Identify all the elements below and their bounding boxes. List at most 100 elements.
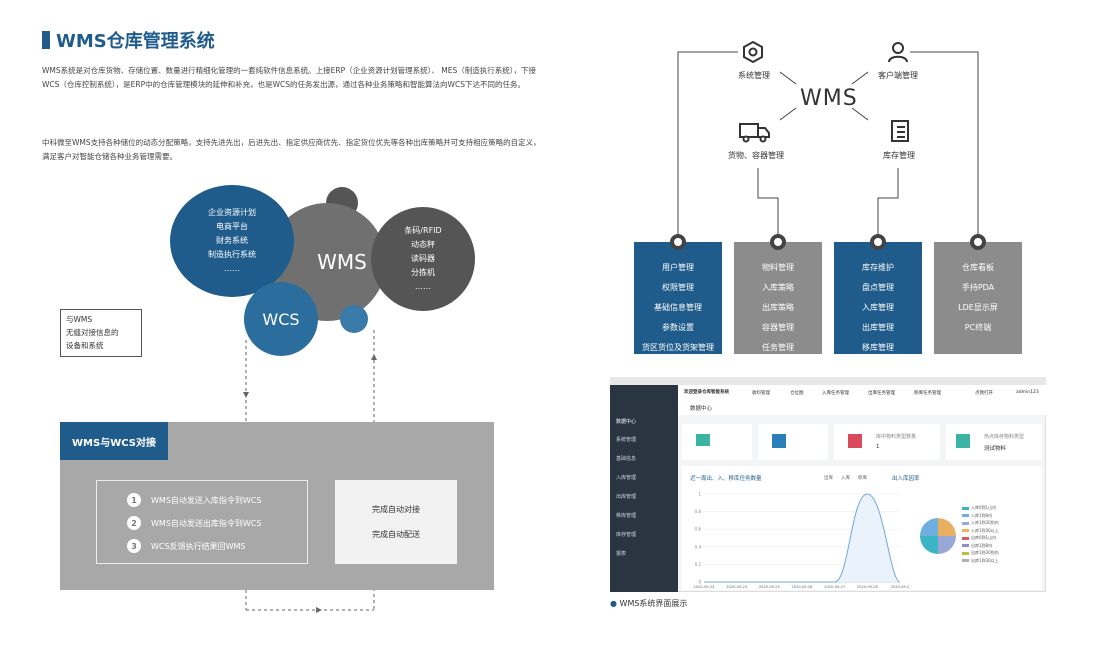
step-number: 3 [127,539,141,553]
device-item: …… [415,282,431,291]
upstream-item: 企业资源计划 [208,208,256,217]
system-settings-icon [743,40,763,64]
page-title: WMS仓库管理系统 [56,31,215,52]
box-icon [696,434,710,446]
connector-dot [670,234,686,250]
upstream-systems-circle: 企业资源计划 电商平台 财务系统 制造执行系统 …… [170,185,294,297]
diagram-center-label: WMS [800,86,858,111]
module-item: 出库策略 [762,303,794,312]
screenshot-side-item[interactable]: 报表 [616,551,627,557]
device-item: 动态秤 [411,240,435,249]
legend-item[interactable]: 入库 [841,476,850,481]
note-line: 与WMS [66,315,93,324]
node-label-client: 客户端管理 [878,71,918,80]
inventory-list-icon [891,120,909,142]
screenshot-menu-item[interactable]: 出库任务管理 [868,391,895,396]
chart-title: 近一周出、入、移库任务数量 [690,476,762,482]
screenshot-fullscreen[interactable]: 点我打开 [975,391,993,396]
upstream-item: …… [224,264,240,273]
pie-legend-item: 出库0到1山内 [962,534,999,542]
intro-paragraph: WMS系统是对仓库货物、存储位置、数量进行精细化管理的一套纯软件信息系统。上接E… [42,66,536,89]
module-item: 参数设置 [662,323,694,332]
module-item: PC终端 [964,323,992,332]
upstream-item: 电商平台 [216,222,248,231]
legend-text: 入库1到8内 [971,512,993,518]
node-label-system: 系统管理 [738,71,770,80]
stat-card [682,424,752,460]
screenshot-side-item[interactable]: 入库管理 [616,475,637,481]
legend-swatch [962,529,969,532]
wcs-panel-tab: WMS与WCS对接 [60,422,168,460]
module-item: 手持PDA [961,283,995,292]
step-number: 1 [127,493,141,507]
x-tick-label: 2020-09-28 [857,585,879,589]
chart-legend: 出库 入库 移库 [824,475,867,481]
pie-chart [920,518,956,554]
screenshot-side-item[interactable]: 出库管理 [616,494,637,500]
screenshot-app-name: 欢迎登录仓库智能系统 [684,390,729,395]
screenshot-menu-item[interactable]: 移库任务管理 [914,391,941,396]
upstream-item: 财务系统 [216,236,248,245]
legend-text: 入库1到30以上 [971,527,999,533]
screenshot-side-item[interactable]: 系统管理 [616,437,637,443]
legend-item[interactable]: 移库 [858,476,867,481]
node-label-cargo: 货物、容器管理 [728,151,784,160]
small-blue-circle [340,305,368,333]
pie-legend: 入库0到1山内入库1到8内入库1到30到内入库1到30以上出库0到1山内出库1到… [962,504,999,564]
step-text: WCS反馈执行结果回WMS [151,541,246,551]
pie-slice [920,536,938,554]
module-item: 入库策略 [762,283,794,292]
x-tick-label: 2020-09-25 [759,585,780,589]
stat-card-label: 热点库存物料类型 [984,434,1025,440]
screenshot-user[interactable]: admin123 [1016,390,1039,395]
module-column-basic: 用户管理 权限管理 基础信息管理 参数设置 货区货位及货架管理 [634,242,722,354]
pie-legend-item: 出库1到30以上 [962,557,999,565]
module-item: 用户管理 [662,263,694,272]
note-line: 设备和系统 [66,341,104,350]
legend-text: 出库1到30到内 [971,550,999,555]
legend-text: 出库1到30以上 [971,557,999,563]
node-label-stock: 库存管理 [883,151,915,160]
module-item: 任务管理 [762,343,794,352]
legend-item[interactable]: 出库 [824,476,833,481]
step-item: 2 WMS自动发送出库指令到WCS [127,516,261,530]
screenshot-side-item[interactable]: 移库管理 [616,513,637,519]
pie-legend-item: 入库1到30以上 [962,527,999,535]
screenshot-menu-item[interactable]: 仓位图 [790,391,804,396]
connector-dot [970,234,986,250]
legend-swatch [962,521,969,525]
screenshot-sidebar [610,385,678,592]
module-column-client: 仓库看板 手持PDA LDE显示屏 PC终端 [934,242,1022,354]
browser-bar [610,377,1046,385]
module-item: 基础信息管理 [654,303,702,312]
connector-dot [770,234,786,250]
upstream-item: 制造执行系统 [208,250,256,259]
pie-legend-item: 入库0到1山内 [962,504,999,512]
truck-icon [739,123,770,143]
wcs-circle-label: WCS [262,309,300,329]
upstream-list: 企业资源计划 电商平台 财务系统 制造执行系统 …… [208,206,256,276]
step-number: 2 [127,516,141,530]
connector-dot [870,234,886,250]
series-line [704,493,901,583]
screenshot-menu-item[interactable]: 收料管理 [752,391,770,396]
screenshot-menu-item[interactable]: 入库任务管理 [822,391,849,396]
x-tick-label: 2020-09-23 [694,585,715,589]
module-item: 货区货位及货架管理 [642,343,714,352]
device-item: 分拣机 [411,268,435,277]
legend-text: 出库1到8内 [971,542,993,548]
module-column-stock: 库存维护 盘点管理 入库管理 出库管理 移库管理 [834,242,922,354]
steps-box: 1 WMS自动发送入库指令到WCS 2 WMS自动发送出库指令到WCS 3 WC… [96,480,308,564]
screenshot-side-item[interactable]: 库存管理 [616,532,637,538]
module-column-material: 物料管理 入库策略 出库策略 容器管理 任务管理 [734,242,822,354]
screenshot-page-title: 数据中心 [690,406,713,412]
caption-text: WMS系统界面展示 [619,599,688,608]
screenshot-side-item[interactable]: 基础信息 [616,456,637,462]
screenshot-side-item[interactable]: 数据中心 [616,419,637,425]
screenshot-caption: ● WMS系统界面展示 [610,598,687,609]
stat-card: 库中物料类型数量 1 [834,424,940,460]
pie-legend-item: 入库1到30到内 [962,519,999,527]
stat-card-value: 1 [876,444,880,450]
cube-icon [772,434,786,448]
